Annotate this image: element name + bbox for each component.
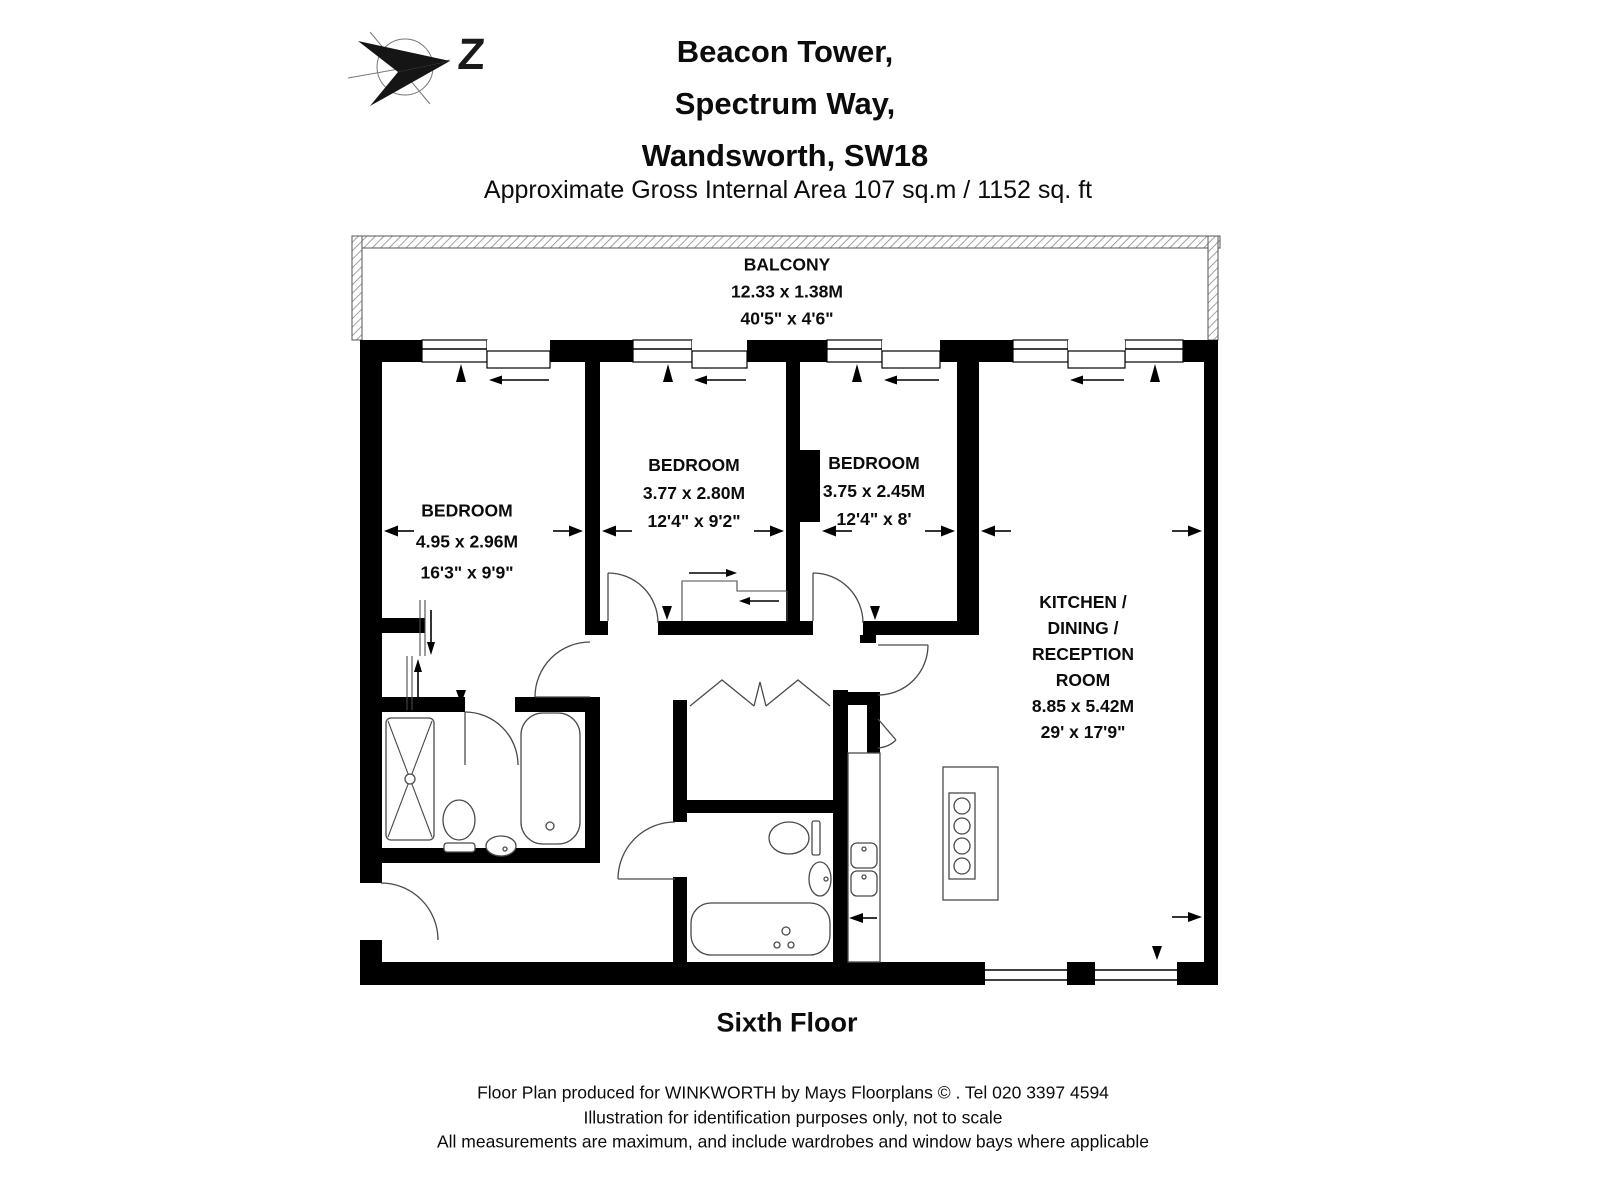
bathroom1-fixtures [385,712,581,857]
footer-line-2: Illustration for identification purposes… [583,1106,1003,1127]
kitchen-label: KITCHEN / DINING / RECEPTION ROOM 8.85 x… [1032,589,1134,745]
bedroom2-door-arc [607,572,659,624]
room-name: BEDROOM [648,455,740,475]
bathroom2-door-arc [617,821,676,880]
title-line-1: Beacon Tower, [676,34,894,69]
gross-internal-area: Approximate Gross Internal Area 107 sq.m… [483,176,1093,204]
room-name: ROOM [1055,670,1111,690]
closet-bifold-doors [689,679,831,707]
room-size-metric: 12.33 x 1.38M [731,281,843,302]
bedroom2-label: BEDROOM 3.77 x 2.80M 12'4" x 9'2" [643,451,745,535]
room-size-metric: 4.95 x 2.96M [415,531,519,552]
sliding-door [486,340,551,369]
title-line-2: Spectrum Way, [674,86,896,121]
bedroom2-wardrobe [681,569,788,621]
kitchen-sink [850,842,878,869]
room-name: BEDROOM [421,500,513,521]
room-name: BALCONY [743,254,831,275]
bedroom1-door-arc [534,641,591,698]
property-title: Beacon Tower, Spectrum Way, Wandsworth, … [642,26,928,182]
sliding-door [691,340,748,369]
balcony-wall-hatch [351,235,1221,341]
interior-walls [382,362,979,963]
entry-door-arc [380,882,439,941]
window [1124,339,1184,363]
floor-name: Sixth Floor [716,1007,858,1038]
footer-disclaimer: Floor Plan produced for WINKWORTH by May… [437,1080,1149,1154]
sink [808,861,832,897]
kitchen-door-arc [877,644,929,749]
window [421,339,488,363]
kitchen-sink [850,870,878,897]
bedroom3-door-arc [812,572,864,624]
room-size-imperial: 29' x 17'9" [1040,722,1126,742]
room-size-imperial: 12'4" x 8' [836,509,912,529]
footer-line-1: Floor Plan produced for WINKWORTH by May… [477,1082,1109,1103]
bathroom2-fixtures [690,820,832,956]
bathtub [690,902,831,956]
room-size-metric: 3.75 x 2.45M [822,481,926,501]
entry-opening [360,883,382,940]
toilet [768,820,821,856]
wardrobes [406,569,788,710]
window [985,962,1067,985]
bathtub [520,712,581,845]
room-size-metric: 8.85 x 5.42M [1031,696,1135,716]
shower-tray [385,717,435,841]
window [826,339,883,363]
kitchen-fixtures [847,752,999,963]
room-size-imperial: 16'3" x 9'9" [420,562,514,583]
door-arcs [380,572,929,941]
sink [485,835,517,857]
toilet [442,799,476,853]
dimension-arrows [384,364,1202,960]
window [1012,339,1069,363]
north-arrow-blade [370,61,450,106]
balcony-label: BALCONY 12.33 x 1.38M 40'5" x 4'6" [731,252,843,333]
bedroom3-label: BEDROOM 3.75 x 2.45M 12'4" x 8' [823,449,925,533]
kitchen-island [942,766,999,901]
window [632,339,693,363]
wall-openings [360,339,1184,985]
title-line-3: Wandsworth, SW18 [641,138,929,173]
north-arrow [347,31,451,106]
bedroom1-label: BEDROOM 4.95 x 2.96M 16'3" x 9'9" [416,496,518,589]
room-size-imperial: 12'4" x 9'2" [647,511,741,531]
room-size-imperial: 40'5" x 4'6" [740,308,834,329]
north-arrow-blade [358,41,450,72]
bedroom1-wardrobe [406,600,435,710]
north-letter: Z [456,30,487,79]
room-name: DINING / [1047,618,1119,638]
room-name: KITCHEN / [1039,592,1127,612]
bathroom1-door-arc [464,711,519,766]
footer-line-3: All measurements are maximum, and includ… [436,1131,1150,1152]
sliding-door [1067,340,1126,369]
room-size-metric: 3.77 x 2.80M [642,483,746,503]
room-name: RECEPTION [1031,644,1135,664]
room-name: BEDROOM [828,453,920,473]
window [1095,962,1177,985]
sliding-door [881,340,941,369]
